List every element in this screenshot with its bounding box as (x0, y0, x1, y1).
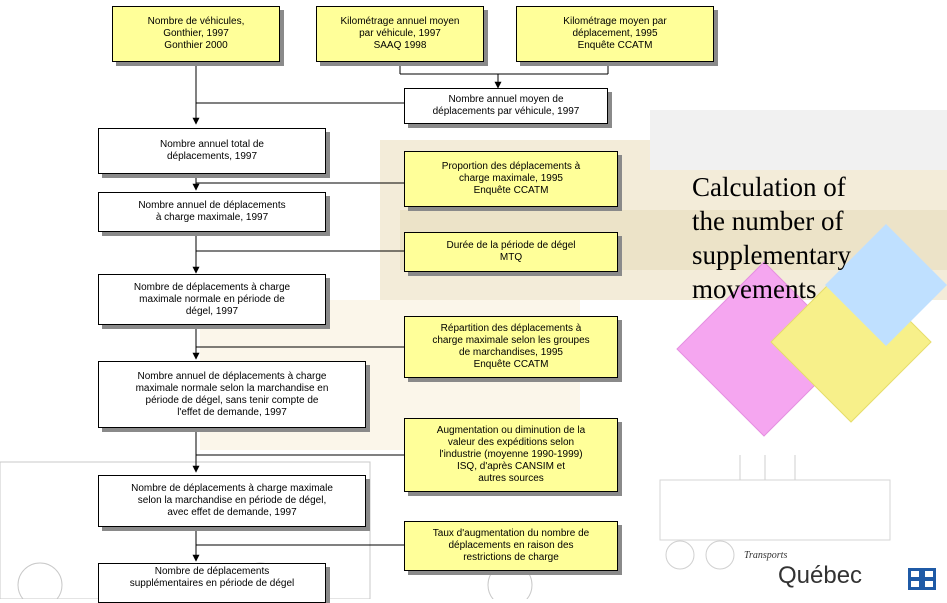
box-repartition-marchandises: Répartition des déplacements à charge ma… (404, 316, 618, 378)
box-deplacements-par-vehicule: Nombre annuel moyen de déplacements par … (404, 88, 608, 124)
box-deplacements-effet-demande: Nombre de déplacements à charge maximale… (98, 475, 366, 527)
box-deplacements-periode-degel: Nombre de déplacements à charge maximale… (98, 274, 326, 325)
box-nombre-vehicules: Nombre de véhicules, Gonthier, 1997 Gont… (112, 6, 280, 62)
box-kilometrage-annuel: Kilométrage annuel moyen par véhicule, 1… (316, 6, 484, 62)
box-duree-periode-degel: Durée de la période de dégel MTQ (404, 232, 618, 272)
box-taux-augmentation: Taux d'augmentation du nombre de déplace… (404, 521, 618, 571)
box-deplacements-charge-maximale: Nombre annuel de déplacements à charge m… (98, 192, 326, 232)
logo-text-transports: Transports (744, 550, 788, 561)
box-proportion-charge-maximale: Proportion des déplacements à charge max… (404, 151, 618, 207)
quebec-flag-icon (908, 568, 936, 590)
transports-quebec-logo: Transports Québec (740, 550, 940, 595)
box-augmentation-expeditions: Augmentation ou diminution de la valeur … (404, 418, 618, 492)
box-deplacements-total: Nombre annuel total de déplacements, 199… (98, 128, 326, 174)
box-deplacements-supplementaires: Nombre de déplacements supplémentaires e… (98, 563, 326, 603)
box-kilometrage-moyen: Kilométrage moyen par déplacement, 1995 … (516, 6, 714, 62)
slide-title: Calculation of the number of supplementa… (692, 172, 851, 304)
box-deplacements-selon-marchandise: Nombre annuel de déplacements à charge m… (98, 361, 366, 428)
logo-text-quebec: Québec (778, 562, 863, 589)
